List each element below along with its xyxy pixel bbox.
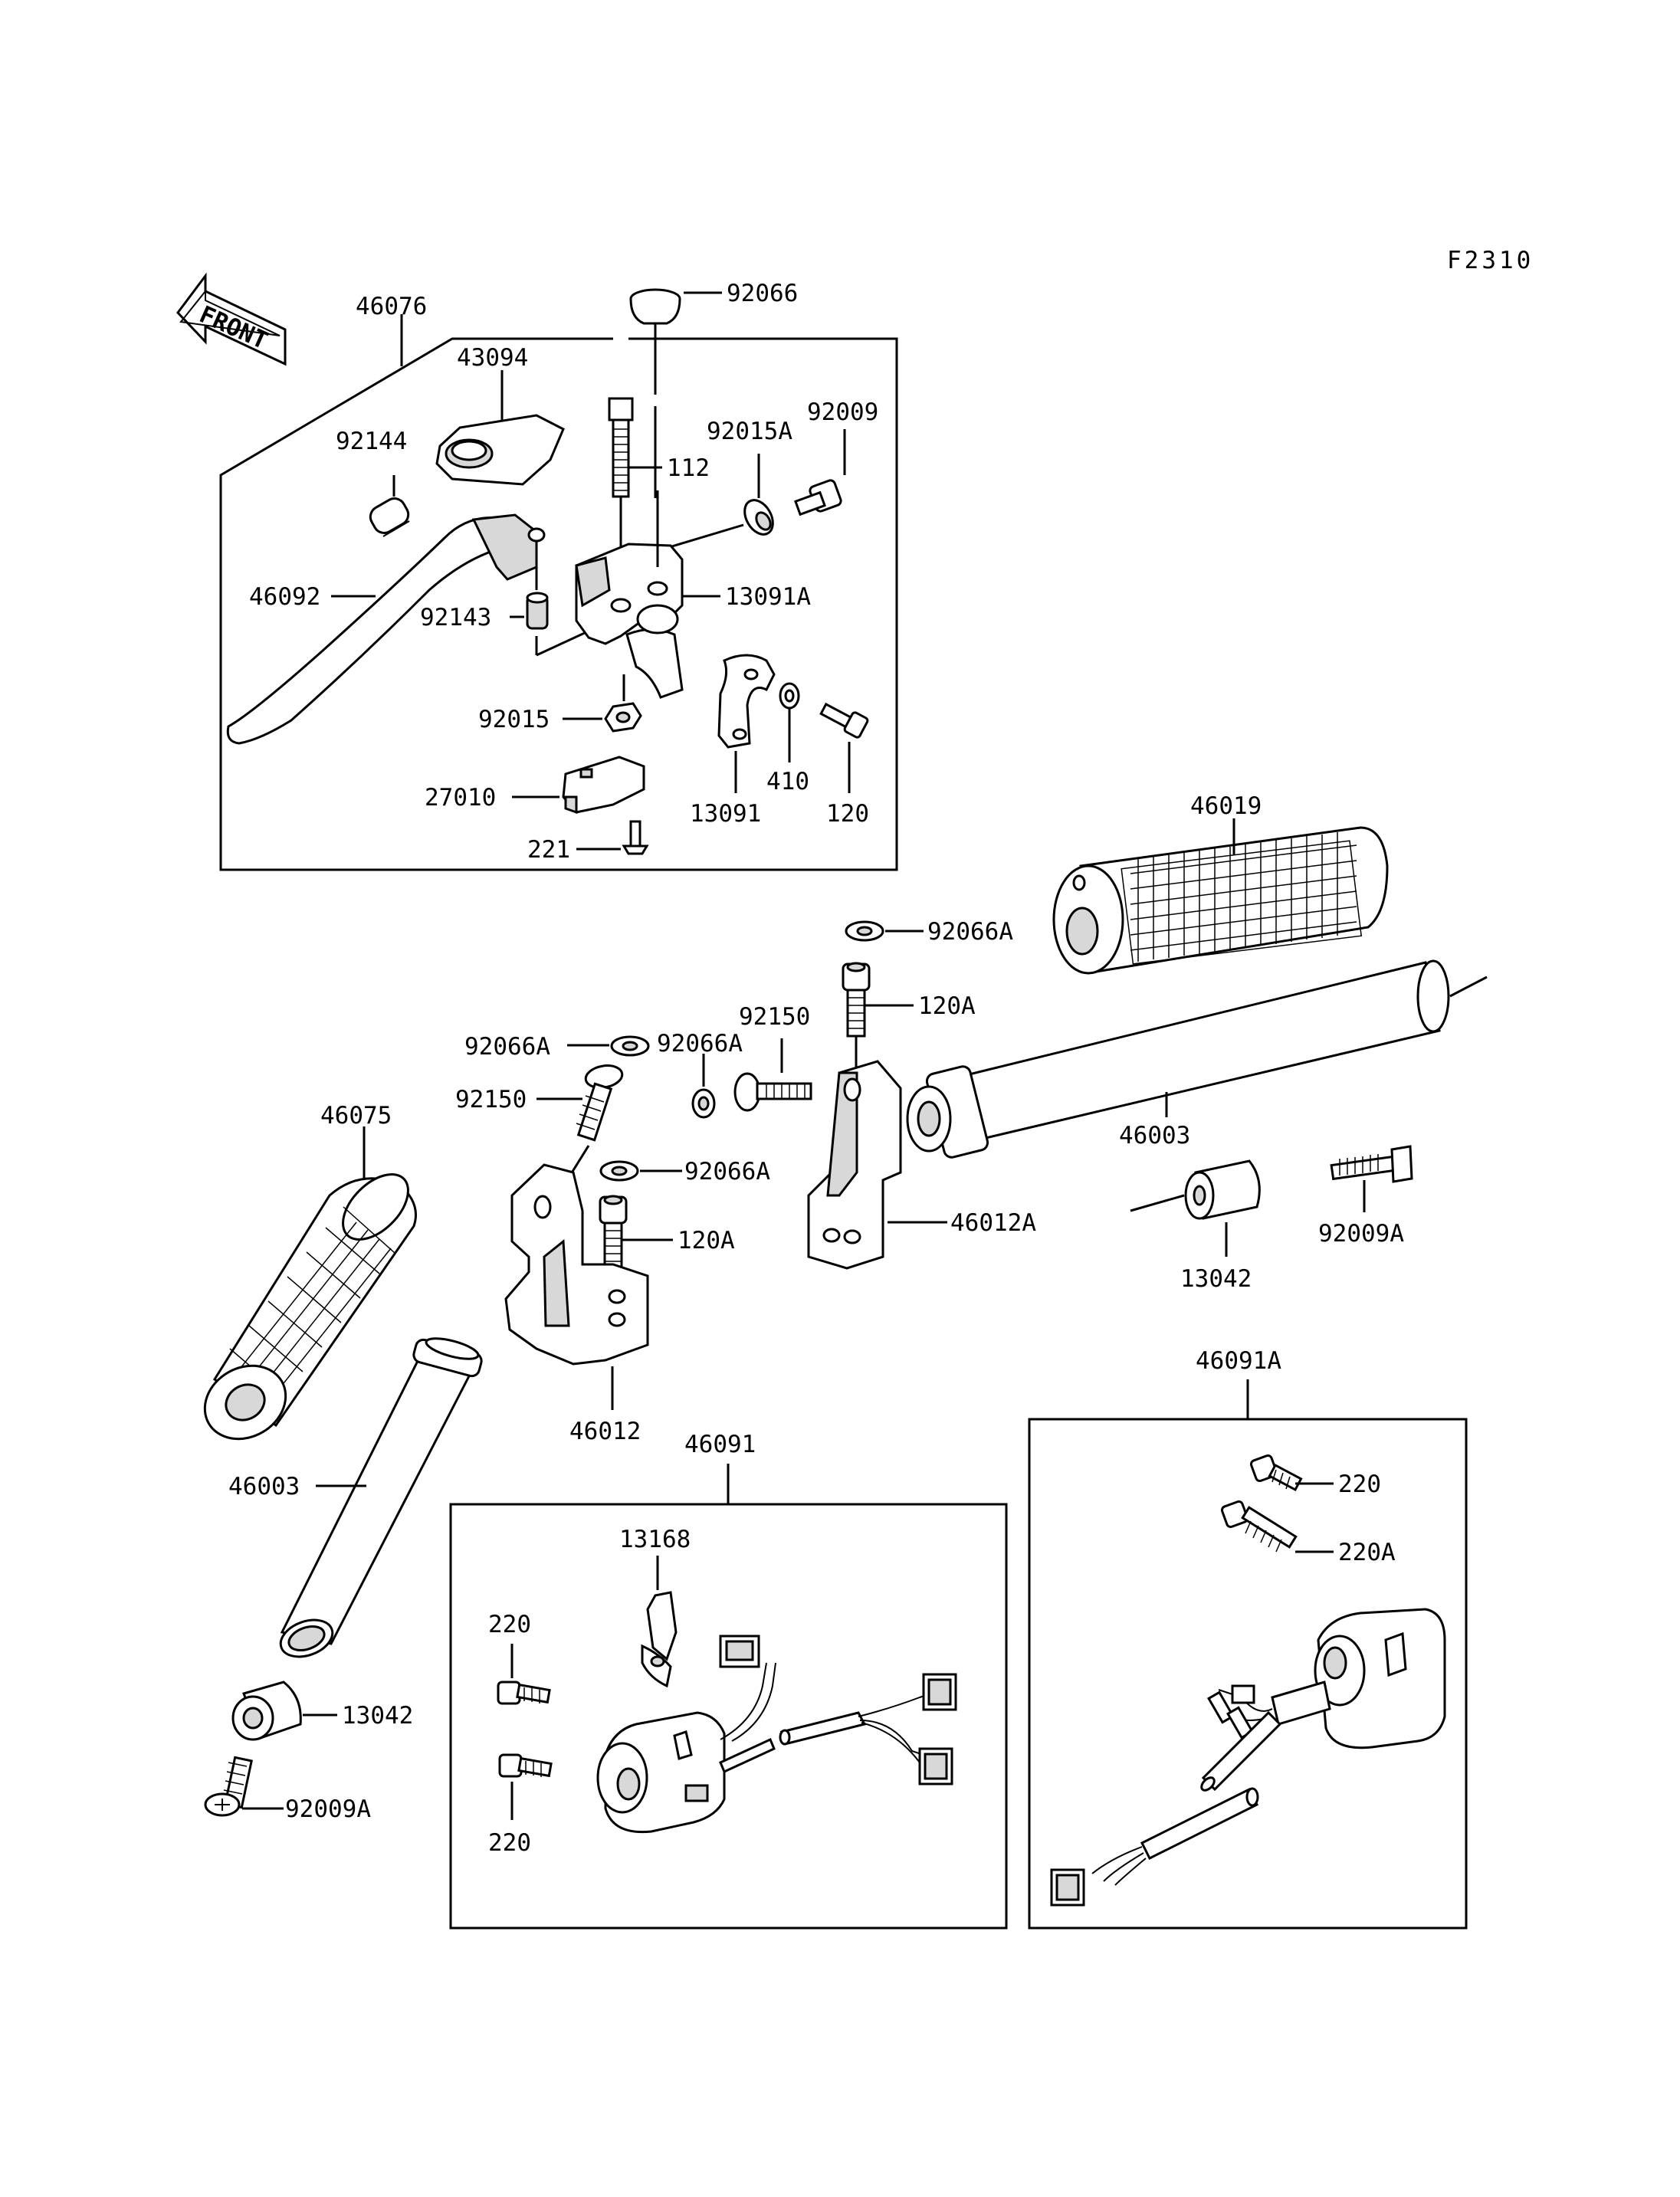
part-13168-icon	[641, 1591, 678, 1688]
label-46091: 46091	[684, 1431, 756, 1458]
label-13168: 13168	[619, 1526, 691, 1553]
label-220-2: 220	[488, 1829, 531, 1857]
bolt-120A-lower-icon	[599, 1195, 628, 1271]
bolt-120-icon	[819, 702, 869, 739]
front-arrow-icon: FRONT	[176, 272, 287, 366]
label-112: 112	[667, 454, 710, 482]
weight-13042-right-icon	[1130, 1159, 1261, 1220]
label-13042-1: 13042	[1180, 1265, 1252, 1293]
label-92015A: 92015A	[707, 418, 792, 445]
washer-410-icon	[779, 682, 800, 710]
spring-92144-icon	[369, 497, 410, 537]
washer-92066A-top-icon	[845, 920, 884, 942]
label-220-1: 220	[488, 1611, 531, 1638]
weight-13042-left-icon	[231, 1681, 302, 1741]
label-221: 221	[527, 836, 570, 864]
washer-92066A-left-lower-icon	[599, 1160, 639, 1182]
bolt-92150-left-icon	[576, 1064, 624, 1142]
label-43094: 43094	[457, 344, 528, 372]
switch-housing-46091A-icon	[1050, 1608, 1446, 1907]
label-92009A-2: 92009A	[285, 1795, 371, 1823]
label-92150-2: 92150	[455, 1086, 527, 1113]
label-46091A: 46091A	[1196, 1347, 1281, 1375]
label-92066A-1: 92066A	[927, 918, 1013, 946]
bolt-112-icon	[608, 397, 634, 559]
grip-46075-icon	[203, 1173, 417, 1441]
label-120A-1: 120A	[918, 992, 976, 1020]
washer-92066A-mid-icon	[691, 1088, 716, 1119]
screw-92009A-right-icon	[1330, 1145, 1413, 1183]
nut-92015-icon	[604, 702, 642, 733]
cap-92066-icon	[629, 288, 681, 498]
holder-46012A-icon	[807, 1060, 902, 1270]
label-13091A: 13091A	[725, 583, 811, 611]
reservoir-cap-43094-icon	[435, 414, 565, 486]
switch-27010-icon	[562, 756, 645, 815]
label-46003-1: 46003	[1119, 1122, 1190, 1149]
label-92015: 92015	[478, 706, 550, 733]
label-120: 120	[826, 800, 869, 828]
label-92144: 92144	[336, 428, 407, 455]
clamp-13091-icon	[717, 654, 776, 749]
holder-46012-icon	[504, 1163, 649, 1366]
switch-housing-46091-icon	[596, 1635, 957, 1834]
label-92143: 92143	[420, 604, 491, 631]
handlebar-46003-right-icon	[906, 959, 1488, 1159]
bolt-120A-upper-icon	[842, 962, 871, 1038]
label-92066A-3: 92066A	[464, 1033, 550, 1061]
grip-46019-icon	[1052, 826, 1389, 975]
label-27010: 27010	[425, 784, 496, 812]
label-92009A-1: 92009A	[1318, 1220, 1404, 1248]
screw-220-b-icon	[498, 1753, 553, 1778]
label-92066A-2: 92066A	[657, 1030, 743, 1058]
label-92066: 92066	[727, 280, 798, 307]
collar-92143-icon	[526, 592, 549, 630]
label-220-3: 220	[1338, 1471, 1381, 1498]
box-46076	[219, 337, 898, 871]
label-13042-2: 13042	[342, 1702, 413, 1730]
label-13091: 13091	[690, 800, 761, 828]
screw-220-c-icon	[1249, 1454, 1303, 1492]
label-120A-2: 120A	[678, 1227, 735, 1254]
washer-92066A-left-icon	[610, 1035, 650, 1057]
label-92009: 92009	[807, 398, 878, 426]
handlebar-46003-left-icon	[279, 1337, 483, 1658]
label-46019: 46019	[1190, 792, 1262, 820]
screw-92009A-left-icon	[204, 1756, 253, 1817]
label-46076: 46076	[356, 293, 427, 320]
master-cylinder-13091A-icon	[575, 543, 684, 699]
screw-221-icon	[622, 820, 649, 855]
label-46012A: 46012A	[950, 1209, 1036, 1237]
screw-220A-icon	[1220, 1500, 1298, 1553]
label-220A: 220A	[1338, 1539, 1396, 1566]
label-46012: 46012	[569, 1418, 641, 1445]
nut-92015A-icon	[743, 499, 774, 536]
label-92150-1: 92150	[739, 1003, 810, 1031]
figure-code: F2310	[1447, 247, 1534, 274]
lever-46092-icon	[226, 513, 546, 745]
bolt-92150-right-icon	[733, 1072, 812, 1112]
label-410: 410	[766, 768, 809, 795]
box-46091	[449, 1503, 1008, 1930]
label-46003-2: 46003	[228, 1473, 300, 1500]
label-92066A-4: 92066A	[684, 1158, 770, 1185]
label-46092: 46092	[249, 583, 320, 611]
screw-92009-icon	[794, 479, 842, 516]
label-46075: 46075	[320, 1102, 392, 1130]
screw-220-a-icon	[497, 1681, 551, 1705]
